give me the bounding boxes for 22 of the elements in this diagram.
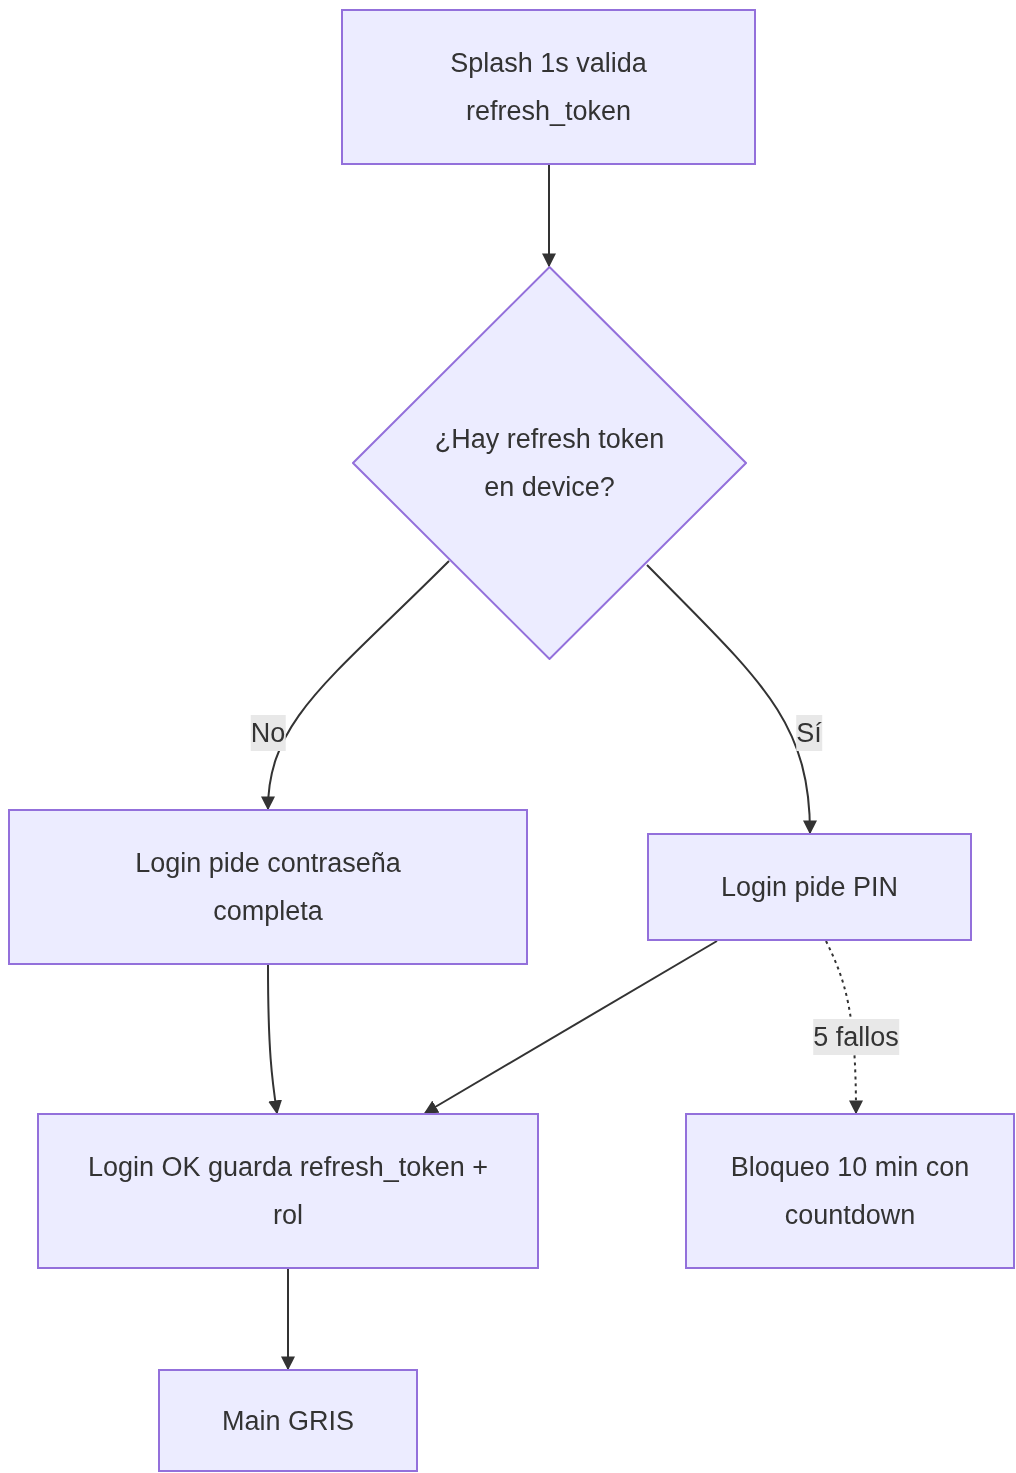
arrow <box>281 1268 295 1371</box>
process-box <box>685 1113 1015 1269</box>
node-text: Bloqueo 10 min con countdown <box>729 1151 971 1232</box>
edge-label: Sí <box>796 715 822 751</box>
node-text: Main GRIS <box>221 1404 354 1438</box>
node-text: Login pide contraseña completa <box>134 847 402 928</box>
arrow <box>542 164 556 268</box>
process-box <box>647 833 972 941</box>
arrow <box>423 940 718 1114</box>
edge-label: 5 fallos <box>813 1019 899 1055</box>
process-box <box>37 1113 539 1269</box>
process-box <box>158 1369 418 1472</box>
arrow <box>261 560 450 811</box>
node-text: Splash 1s valida refresh_token <box>449 47 648 128</box>
edge-label: No <box>250 715 286 751</box>
process-box <box>8 809 528 965</box>
arrow <box>267 964 283 1115</box>
process-box <box>341 9 756 165</box>
node-text: Login pide PIN <box>720 871 899 904</box>
node-text: Login OK guarda refresh_token + rol <box>87 1151 489 1232</box>
arrow <box>646 564 817 835</box>
node-text: ¿Hay refresh token en device? <box>433 423 666 504</box>
